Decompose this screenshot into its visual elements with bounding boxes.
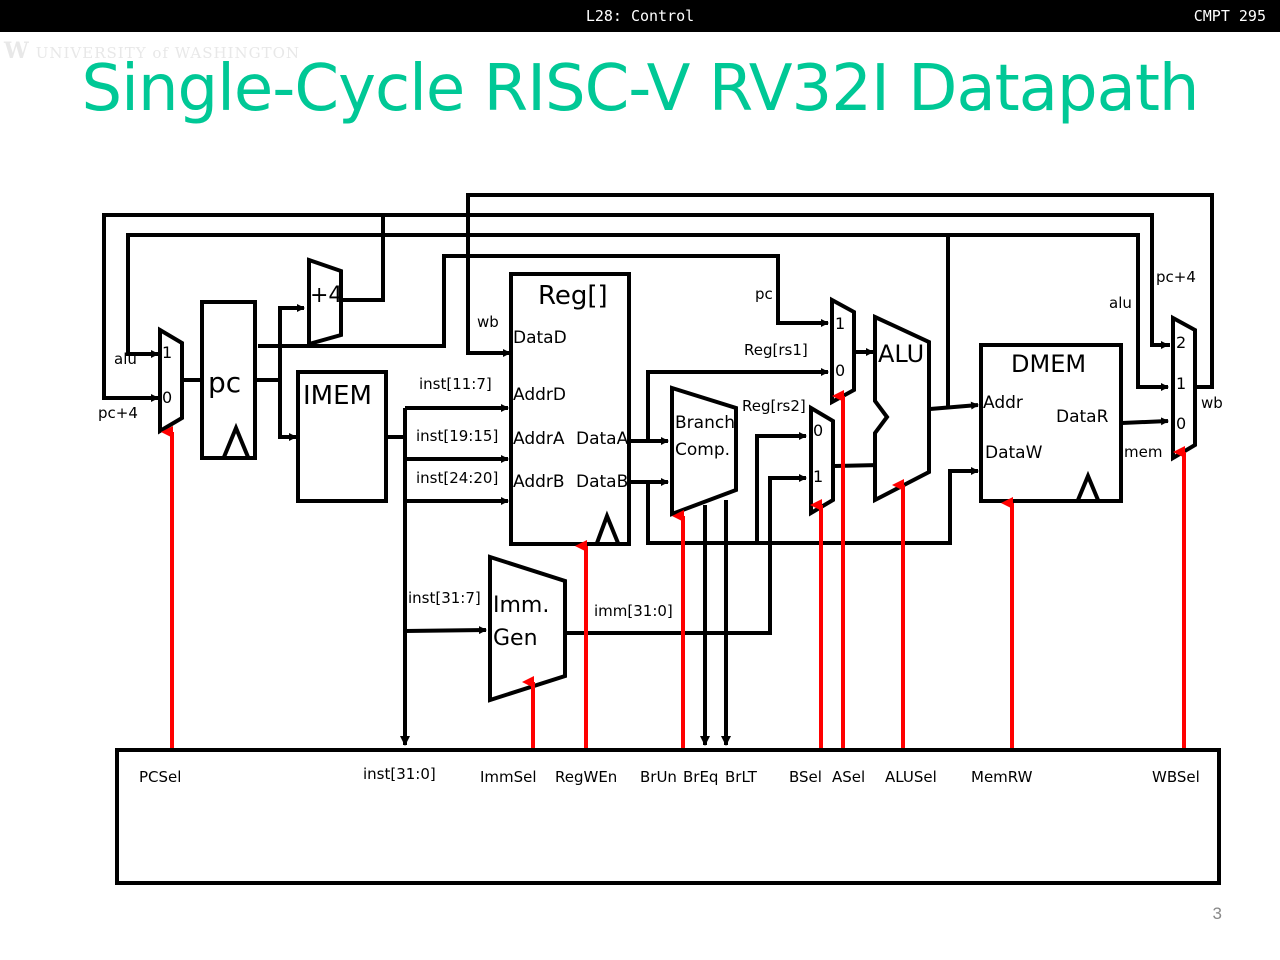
slide-header-bar: L28: Control CMPT 295 [0,0,1280,32]
label-rs1: Reg[rs1] [744,341,808,359]
alu-label: ALU [878,340,924,368]
pc-label: pc [208,366,241,399]
pc-mux [158,326,184,435]
reg-clock-icon [595,510,620,544]
b-mux-input-1: 1 [813,467,823,486]
imm-label-2: Gen [493,626,538,651]
ctrl-alusel: ALUSel [885,768,937,786]
wb-mux-input-0: 0 [1176,414,1186,433]
label-mem: mem [1124,443,1162,461]
wire-pc-to-alu [258,254,829,348]
blocks [158,257,1197,703]
label-inst-11-7: inst[11:7] [419,375,492,393]
port-addrd: AddrD [513,385,566,405]
label-inst-31-7: inst[31:7] [408,589,481,607]
wb-mux [1171,314,1197,462]
label-inst-24-20: inst[24:20] [416,469,498,487]
university-logo: W UNIVERSITY of WASHINGTON [4,38,300,64]
port-datab: DataB [576,472,628,492]
wire-alu-to-wbmux [948,233,1169,391]
wire-alu-loop [126,233,950,407]
ctrl-brun: BrUn [640,768,677,786]
label-pc4-right: pc+4 [1156,268,1196,286]
ctrl-wbsel: WBSel [1152,768,1200,786]
dmem-block [979,343,1123,503]
ctrl-memrw: MemRW [971,768,1033,786]
plus4-label: +4 [310,283,342,308]
ctrl-immsel: ImmSel [480,768,537,786]
pc-mux-input-1: 1 [162,343,172,362]
label-alu-left: alu [114,350,137,368]
label-wb-right: wb [1201,394,1223,412]
ctrl-breq: BrEq [683,768,718,786]
imm-label-1: Imm. [493,593,549,618]
ctrl-pcsel: PCSel [139,768,181,786]
ctrl-brlt: BrLT [725,768,758,786]
alu-block [873,313,931,504]
register-file [509,272,631,546]
pc-register [200,300,257,460]
reg-label: Reg[] [538,281,608,311]
course-name: CMPT 295 [1193,7,1266,25]
a-mux [830,296,856,406]
a-mux-input-0: 0 [835,361,845,380]
label-pc4-left: pc+4 [98,404,138,422]
imm-gen [488,554,567,703]
port-addra: AddrA [513,429,565,449]
lecture-title: L28: Control [585,7,695,25]
b-mux [809,404,835,517]
uw-w-icon: W [4,38,30,64]
dmem-clock-icon [1076,470,1100,501]
imem-label: IMEM [303,381,372,411]
branch-comparator [670,385,738,517]
ctrl-asel: ASel [832,768,865,786]
imem-block [296,370,388,503]
wire-inst [386,435,410,746]
label-rs2: Reg[rs2] [742,397,806,415]
port-addr: Addr [983,393,1023,413]
slide-title: Single-Cycle RISC-V RV32I Datapath [81,52,1200,126]
label-inst-19-15: inst[19:15] [416,427,498,445]
plus4-adder [307,257,343,347]
label-pc-alu: pc [755,285,773,303]
wire-dataa [629,368,829,443]
label-wb-reg: wb [477,313,499,331]
port-dataw: DataW [985,443,1043,463]
label-imm: imm[31:0] [594,602,673,620]
port-datar: DataR [1056,407,1109,427]
wires [102,193,1214,746]
port-addrb: AddrB [513,472,565,492]
wire-imm [566,474,807,635]
wire-wb-loop [466,193,1214,389]
pc-mux-input-0: 0 [162,388,172,407]
dmem-label: DMEM [1011,350,1086,378]
a-mux-input-1: 1 [835,314,845,333]
ctrl-inst: inst[31:0] [363,765,436,783]
branch-label-2: Comp. [675,440,730,460]
page-number: 3 [1212,904,1222,923]
port-dataa: DataA [576,429,629,449]
label-alu-right: alu [1109,294,1132,312]
branch-label-1: Branch [675,413,735,433]
control-unit [115,748,1221,885]
wb-mux-input-1: 1 [1176,374,1186,393]
ctrl-bsel: BSel [789,768,822,786]
pc-clock-icon [222,422,250,458]
wb-mux-input-2: 2 [1176,333,1186,352]
port-datad: DataD [513,328,567,348]
logo-text: UNIVERSITY of WASHINGTON [35,44,301,62]
b-mux-input-0: 0 [813,421,823,440]
ctrl-regwen: RegWEn [555,768,617,786]
control-wires [161,390,1186,748]
